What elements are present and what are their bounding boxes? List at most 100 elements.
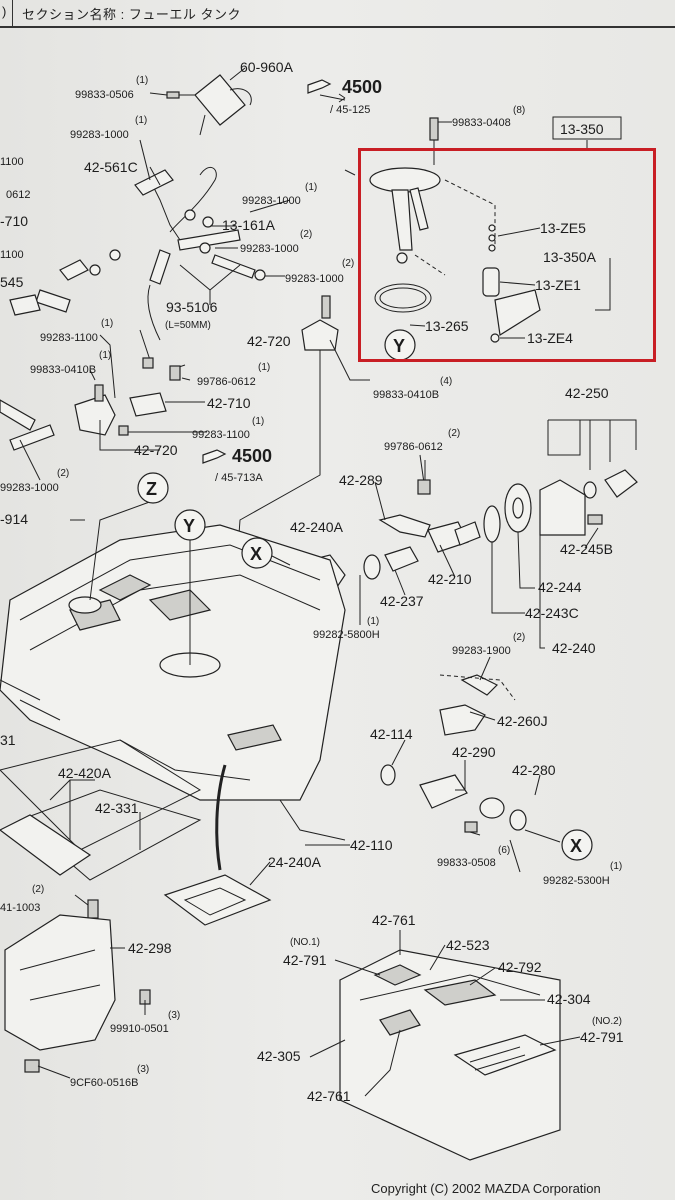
label-99283-1000-e: 99283-1000 (0, 482, 59, 494)
label-42-210: 42-210 (428, 571, 472, 587)
label-99786-0612-b: 99786-0612 (384, 441, 443, 453)
label-9cf60-0516b: 9CF60-0516B (70, 1077, 139, 1089)
qty-99786-0612-a: (1) (258, 362, 270, 373)
label-93-5106-length: (L=50MM) (165, 320, 211, 331)
label-99283-1000-a: 99283-1000 (70, 129, 129, 141)
callout-markers: Y Z Y X X (137, 79, 593, 861)
qty-99833-0506: (1) (136, 75, 148, 86)
label-31: 31 (0, 732, 16, 748)
qty-99833-0408: (8) (513, 105, 525, 116)
y-marker-tank (174, 509, 206, 541)
label-60-960a: 60-960A (240, 59, 294, 75)
label-42-243c: 42-243C (525, 605, 579, 621)
label-1100-a: 1100 (0, 156, 24, 168)
label-42-304: 42-304 (547, 991, 591, 1007)
qty-99786-0612-b: (2) (448, 428, 460, 439)
label-42-791-no2: (NO.2) (592, 1016, 622, 1027)
label-42-245b: 42-245B (560, 541, 613, 557)
label-42-114: 42-114 (370, 726, 413, 742)
label-42-720-lower: 42-720 (134, 442, 178, 458)
label-13-ze1: 13-ZE1 (535, 277, 581, 293)
label-42-420a: 42-420A (58, 765, 112, 781)
label-13-161a: 13-161A (222, 217, 276, 233)
label-24-240a: 24-240A (268, 854, 322, 870)
label-99833-0410b-a: 99833-0410B (30, 364, 96, 376)
label-42-792: 42-792 (498, 959, 542, 975)
header-divider (12, 0, 13, 26)
label-42-761-lower: 42-761 (307, 1088, 351, 1104)
label-710: -710 (0, 213, 28, 229)
fuel-pump-module (344, 117, 541, 343)
label-42-720-upper: 42-720 (247, 333, 291, 349)
label-13-350a: 13-350A (543, 249, 597, 265)
copyright-text: Copyright (C) 2002 MAZDA Corporation (371, 1181, 601, 1196)
label-545: 545 (0, 274, 24, 290)
qty-99833-0508: (6) (498, 845, 510, 856)
label-1100-b: 1100 (0, 249, 24, 261)
tank-protector (339, 949, 561, 1161)
label-99282-5800h: 99282-5800H (313, 629, 380, 641)
label-42-260j: 42-260J (497, 713, 548, 729)
label-42-240a: 42-240A (290, 519, 344, 535)
ref-arrow-icon-upper (307, 79, 332, 94)
fuel-tank-body (0, 524, 527, 926)
z-marker (137, 472, 169, 504)
label-0612-a: 0612 (6, 189, 30, 201)
label-42-791-upper: 42-791 (283, 952, 327, 968)
qty-99282-5300h: (1) (610, 861, 622, 872)
vent-hose-assembly (0, 74, 370, 661)
label-13-ze5: 13-ZE5 (540, 220, 586, 236)
label-ref-4500-upper: 4500 (342, 77, 382, 97)
highlight-box-fuel-pump (358, 148, 656, 362)
qty-99283-1000-c: (2) (300, 229, 312, 240)
label-99910-0501: 99910-0501 (110, 1023, 169, 1035)
qty-99283-1000-a: (1) (135, 115, 147, 126)
label-99283-1100-b: 99283-1100 (192, 429, 250, 441)
label-42-331: 42-331 (95, 800, 139, 816)
label-ref-45-125: / 45-125 (330, 104, 370, 116)
heat-insulator (4, 914, 151, 1073)
qty-99283-1100-b: (1) (252, 416, 264, 427)
label-ref-45-713a: / 45-713A (215, 472, 263, 484)
label-13-350: 13-350 (560, 121, 604, 137)
label-99833-0408: 99833-0408 (452, 117, 511, 129)
label-42-240: 42-240 (552, 640, 596, 656)
qty-99283-1000-d: (2) (342, 258, 354, 269)
x-marker-left (241, 537, 273, 569)
label-42-761-upper: 42-761 (372, 912, 416, 928)
label-42-290: 42-290 (452, 744, 496, 760)
label-42-244: 42-244 (538, 579, 582, 595)
qty-41-1003: (2) (32, 884, 44, 895)
x-marker-right (561, 829, 593, 861)
qty-99910-0501: (3) (168, 1010, 180, 1021)
leader-lines (19, 67, 611, 1097)
label-93-5106: 93-5106 (166, 299, 218, 315)
filler-neck-assembly (289, 419, 638, 591)
section-title: セクション名称 : フューエル タンク (22, 7, 241, 22)
qty-9cf60-0516b: (3) (137, 1064, 149, 1075)
y-marker-pump-text: Y (393, 336, 405, 356)
label-42-523: 42-523 (446, 937, 490, 953)
label-42-237: 42-237 (380, 593, 424, 609)
y-marker-tank-text: Y (183, 516, 195, 536)
label-99833-0410b-b: 99833-0410B (373, 389, 439, 401)
label-41-1003: 41-1003 (0, 902, 40, 914)
part-labels: 60-960A (1) 99833-0506 4500 / 45-125 (8)… (0, 59, 624, 1104)
section-header: ) セクション名称 : フューエル タンク (0, 0, 675, 28)
qty-99283-1000-b: (1) (305, 182, 317, 193)
label-914: -914 (0, 511, 28, 527)
label-13-265: 13-265 (425, 318, 469, 334)
qty-99283-1000-e: (2) (57, 468, 69, 479)
z-marker-text: Z (146, 479, 157, 499)
label-99282-5300h: 99282-5300H (543, 875, 610, 887)
label-42-791-no1: (NO.1) (290, 937, 320, 948)
label-99833-0506: 99833-0506 (75, 89, 134, 101)
label-42-289: 42-289 (339, 472, 383, 488)
label-99283-1100: 99283-1100 (40, 332, 98, 344)
qty-99282-5800h: (1) (367, 616, 379, 627)
qty-99283-1900: (2) (513, 632, 525, 643)
label-42-250: 42-250 (565, 385, 609, 401)
label-99283-1000-b: 99283-1000 (242, 195, 301, 207)
